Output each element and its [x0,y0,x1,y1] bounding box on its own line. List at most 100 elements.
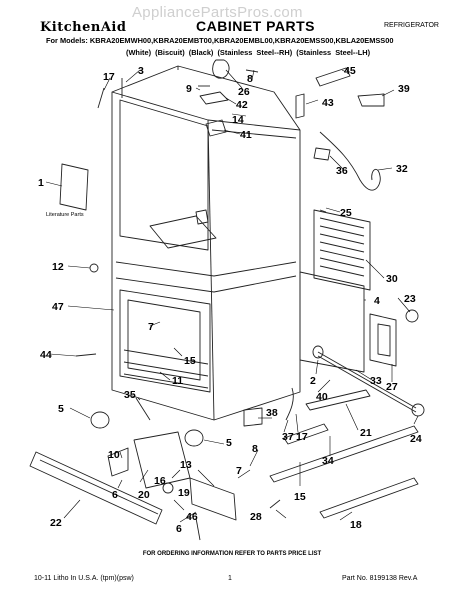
callout-13: 13 [180,459,192,471]
callout-45: 45 [344,65,356,77]
screw-44 [75,353,97,357]
callout-16: 16 [154,475,166,487]
callout-5-left: 5 [58,403,64,415]
callout-39: 39 [398,83,410,95]
callout-5-right: 5 [226,437,232,449]
leader-lines [45,69,419,523]
part-number: Part No. 8199138 Rev.A [342,575,418,582]
tube-45 [315,67,351,87]
toe-grille-22 [29,451,163,525]
page-title: CABINET PARTS [196,18,316,34]
callout-1: 1 [38,177,44,189]
literature-parts-icon [59,163,89,211]
callout-11: 11 [172,375,183,387]
part-38 [243,407,263,427]
part-43 [295,93,305,119]
part-46 [195,517,201,541]
callout-25: 25 [340,207,352,219]
callout-labels: 3 17 8 9 26 42 14 41 43 45 39 36 32 25 1… [38,65,422,535]
callout-18: 18 [350,519,362,531]
literature-parts-label: Literature Parts [46,212,84,218]
part-28 [269,499,281,509]
callout-9: 9 [186,83,192,95]
model-colors: (White) (Biscuit) (Black) (Stainless Ste… [126,48,370,57]
category-label: REFRIGERATOR [384,22,439,29]
part-4-panel [299,271,365,373]
part-8-screw [245,69,259,73]
callout-33: 33 [370,375,382,387]
models-line: For Models: KBRA20EMWH00,KBRA20EMBT00,KB… [46,36,394,45]
screw-12 [89,263,99,273]
callout-19: 19 [178,487,190,499]
callout-8-mid: 8 [252,443,258,455]
callout-32: 32 [396,163,408,175]
slide-rail-34 [269,425,419,483]
callout-24: 24 [410,433,422,445]
callout-27: 27 [386,381,398,393]
caster-5-right [184,429,204,447]
callout-28: 28 [250,511,262,523]
callout-47: 47 [52,301,64,313]
part-39 [357,93,385,107]
brand-logo: KitchenAid [40,20,127,35]
callout-7: 7 [148,321,154,333]
color-white: (White) [126,48,152,57]
callout-46: 46 [186,511,198,523]
callout-6-right: 6 [176,523,182,535]
callout-36: 36 [336,165,348,177]
header: AppliancePartsPros.com KitchenAid CABINE… [0,0,464,70]
part-2 [312,345,324,359]
callout-41: 41 [240,129,252,141]
part-36 [313,147,331,161]
part-41 [205,119,227,137]
callout-15b: 15 [294,491,306,503]
screw-17 [97,87,105,109]
part-26 [212,59,230,79]
rod-33 [317,351,417,409]
part-23 [405,309,419,323]
part-37 [285,387,294,421]
callout-30: 30 [386,273,398,285]
callout-15: 15 [184,355,196,367]
ordering-note: FOR ORDERING INFORMATION REFER TO PARTS … [142,551,322,557]
color-biscuit: (Biscuit) [155,48,185,57]
callout-23: 23 [404,293,416,305]
callout-26: 26 [238,86,250,98]
channel-21 [305,389,371,411]
part-25 [319,209,327,213]
callout-3: 3 [138,65,144,77]
callout-7b: 7 [236,465,242,477]
part-19 [162,482,174,494]
callout-42: 42 [236,99,248,111]
color-ss-lh: (Stainless Steel--LH) [296,48,371,57]
callout-21: 21 [360,427,372,439]
color-black: (Black) [188,48,214,57]
watermark: AppliancePartsPros.com [132,4,303,21]
callout-6-left: 6 [112,489,118,501]
callout-22: 22 [50,517,62,529]
callout-12: 12 [52,261,64,273]
callout-20: 20 [138,489,150,501]
caster-5-left [90,411,110,429]
part-42 [199,91,229,105]
rear-panel-part [313,209,371,291]
callout-37: 37 [282,431,294,443]
callout-40: 40 [316,391,328,403]
part-27-bracket [369,313,397,367]
callout-14: 14 [232,114,244,126]
power-cord-32 [319,131,381,191]
color-ss-rh: (Stainless Steel--RH) [217,48,293,57]
bracket-13 [189,477,237,521]
page-number: 1 [228,575,232,582]
callout-17: 17 [103,71,115,83]
part-10 [107,447,129,477]
litho-info: 10-11 Litho In U.S.A. (tpm)(psw) [34,575,134,582]
screw-35 [135,397,151,421]
callout-35: 35 [124,389,136,401]
callout-17b: 17 [296,431,308,443]
callout-44: 44 [40,349,52,361]
cabinet-body [111,65,301,421]
part-24 [411,403,425,417]
slide-rail-18 [319,477,419,519]
